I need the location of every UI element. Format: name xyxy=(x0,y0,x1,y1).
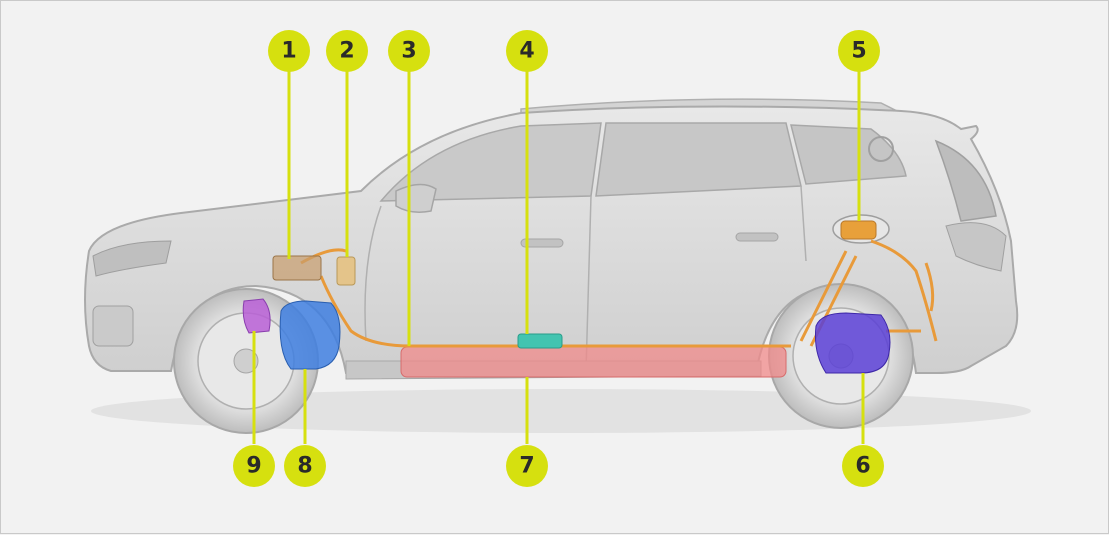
rear-motor xyxy=(815,312,891,374)
callout-7-label: 7 xyxy=(519,454,534,479)
callout-3-label: 3 xyxy=(401,39,416,64)
callout-2: 2 xyxy=(326,30,368,72)
callout-9-label: 9 xyxy=(246,454,261,479)
callout-1: 1 xyxy=(268,30,310,72)
front-electronics xyxy=(272,255,322,281)
charge-port xyxy=(840,220,877,240)
callout-4-label: 4 xyxy=(519,39,534,64)
callout-5-label: 5 xyxy=(851,39,866,64)
front-motor xyxy=(279,300,341,370)
control-module xyxy=(517,333,563,349)
leader-lines xyxy=(252,71,865,444)
callout-6-label: 6 xyxy=(855,454,870,479)
callout-8: 8 xyxy=(284,445,326,487)
front-unit xyxy=(242,298,271,334)
callout-5: 5 xyxy=(838,30,880,72)
callout-3: 3 xyxy=(388,30,430,72)
callout-7: 7 xyxy=(506,445,548,487)
battery-pack xyxy=(400,346,787,378)
callout-6: 6 xyxy=(842,445,884,487)
callout-2-label: 2 xyxy=(339,39,354,64)
front-module xyxy=(336,256,356,286)
callout-1-label: 1 xyxy=(281,39,296,64)
callout-9: 9 xyxy=(233,445,275,487)
callout-8-label: 8 xyxy=(297,454,312,479)
callout-4: 4 xyxy=(506,30,548,72)
